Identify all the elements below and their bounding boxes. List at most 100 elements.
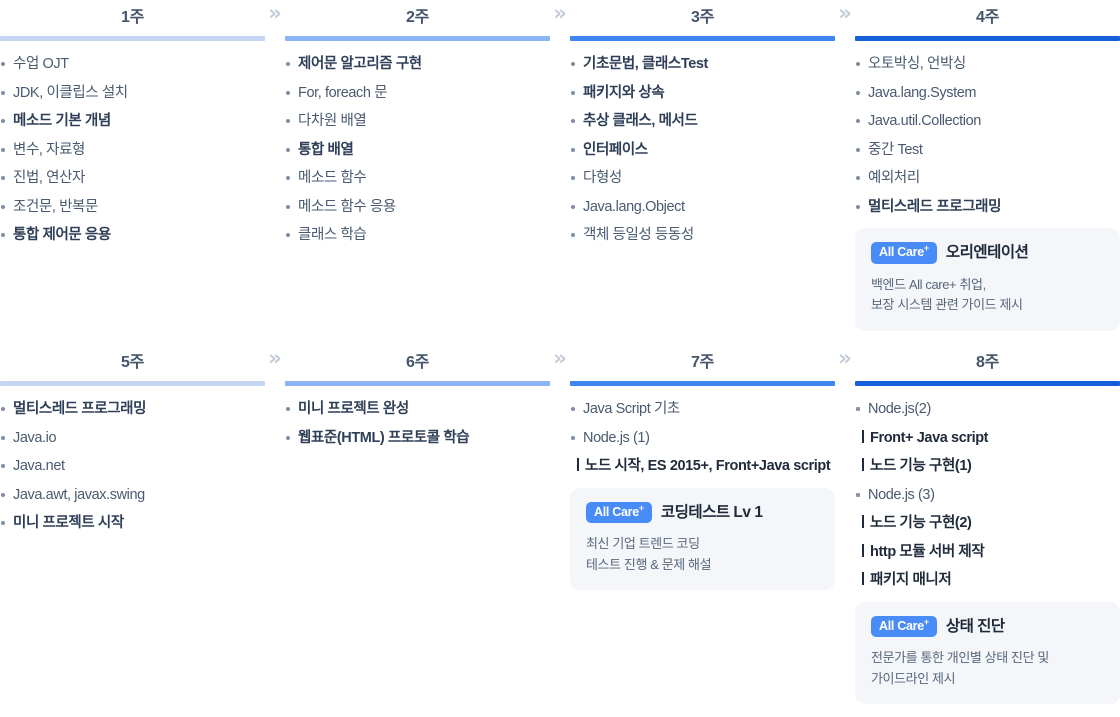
week-header: 4주	[855, 0, 1120, 36]
week-topic-item: 메소드 함수 응용	[285, 199, 550, 215]
week-topic-item: 추상 클래스, 메서드	[570, 114, 835, 129]
week-header: 6주	[285, 345, 550, 381]
week-header: 5주	[0, 345, 265, 381]
all-care-title: 코딩테스트 Lv 1	[660, 503, 763, 521]
all-care-badge-plus: +	[638, 502, 644, 513]
week-title: 5주	[120, 354, 145, 371]
week-subtopic-item: 노드 시작, ES 2015+, Front+Java script	[570, 458, 835, 474]
week-topic-item: Node.js(2)	[855, 402, 1120, 417]
week-topic-item: 진법, 연산자	[0, 171, 265, 186]
next-week-arrow-icon: »	[553, 346, 567, 370]
all-care-badge-plus: +	[923, 242, 929, 253]
all-care-badge: All Care+	[871, 615, 937, 637]
week-accent-bar	[0, 36, 265, 41]
week-topic-list: Node.js(2) Front+ Java script 노드 기능 구현(1) N…	[855, 386, 1120, 588]
week-topic-item: 웹표준(HTML) 프로토콜 학습	[285, 430, 550, 446]
next-week-arrow-icon: »	[268, 1, 282, 25]
week-topic-item: 메소드 함수	[285, 171, 550, 186]
all-care-badge-label: All Care	[879, 245, 924, 259]
all-care-badge: All Care+	[871, 242, 937, 264]
week-subtopic-item: http 모듈 서버 제작	[855, 543, 1120, 560]
next-week-arrow-icon: »	[838, 346, 852, 370]
week-topic-item: 다차원 배열	[285, 114, 550, 129]
week-accent-bar	[855, 36, 1120, 41]
week-subtopic-item: Front+ Java script	[855, 429, 1120, 446]
week-subtopic-item: 노드 기능 구현(2)	[855, 515, 1120, 531]
week-topic-item: 미니 프로젝트 시작	[0, 516, 265, 531]
all-care-card-header: All Care+ 오리엔테이션	[871, 242, 1104, 264]
all-care-badge-label: All Care	[879, 618, 924, 633]
all-care-description-line: 전문가를 통한 개인별 상태 진단 및	[871, 650, 1049, 665]
next-week-arrow-icon: »	[838, 1, 852, 25]
week-topic-item: 클래스 학습	[285, 228, 550, 243]
week-header: 7주	[570, 345, 835, 381]
week-subtopic-item: 노드 기능 구현(1)	[855, 458, 1120, 474]
all-care-title: 상태 진단	[945, 617, 1005, 635]
week-topic-item: 멀티스레드 프로그래밍	[0, 402, 265, 417]
all-care-badge-label: All Care	[594, 504, 639, 519]
week-topic-item: 메소드 기본 개념	[0, 114, 265, 129]
week-topic-item: Java.awt, javax.swing	[0, 487, 265, 503]
all-care-description-line: 보장 시스템 관련 가이드 제시	[871, 297, 1023, 313]
week-topic-item: 미니 프로젝트 완성	[285, 402, 550, 417]
week-topic-item: 중간 Test	[855, 142, 1120, 158]
week-accent-bar	[285, 36, 550, 41]
week-topic-item: 다형성	[570, 171, 835, 186]
all-care-title: 오리엔테이션	[945, 244, 1029, 261]
week-title: 7주	[690, 354, 715, 371]
week-topic-item: For, foreach 문	[285, 85, 550, 101]
week-topic-item: 기초문법, 클래스Test	[570, 57, 835, 72]
week-title: 1주	[120, 9, 145, 26]
week-topic-item: 패키지와 상속	[570, 85, 835, 101]
week-topic-item: Node.js (3)	[855, 487, 1120, 503]
week-title: 4주	[975, 9, 1000, 26]
week-header: 3주	[570, 0, 835, 36]
week-topic-item: 변수, 자료형	[0, 142, 265, 158]
week-title: 2주	[405, 9, 430, 26]
week-topic-item: 멀티스레드 프로그래밍	[855, 199, 1120, 215]
all-care-badge-plus: +	[923, 616, 929, 627]
week-topic-item: 제어문 알고리즘 구현	[285, 57, 550, 72]
week-header: 2주	[285, 0, 550, 36]
week-topic-item: 조건문, 반복문	[0, 199, 265, 215]
all-care-description-line: 테스트 진행 & 문제 해설	[586, 556, 712, 572]
week-topic-item: 객체 등일성 등동성	[570, 228, 835, 243]
week-topic-item: Java.net	[0, 459, 265, 474]
next-week-arrow-icon: »	[553, 1, 567, 25]
week-topic-item: Java.io	[0, 430, 265, 446]
week-topic-item: JDK, 이클립스 설치	[0, 85, 265, 101]
week-topic-item: Java.lang.Object	[570, 199, 835, 215]
all-care-card-header: All Care+ 상태 진단	[871, 615, 1104, 637]
week-topic-item: 인터페이스	[570, 142, 835, 158]
next-week-arrow-icon: »	[268, 346, 282, 370]
week-topic-item: Java.util.Collection	[855, 114, 1120, 129]
all-care-card-header: All Care+ 코딩테스트 Lv 1	[586, 501, 819, 523]
week-topic-item: Node.js (1)	[570, 430, 835, 446]
all-care-description-line: 백엔드 All care+ 취업,	[871, 276, 986, 292]
all-care-description-line: 가이드라인 제시	[871, 670, 956, 686]
all-care-description: 백엔드 All care+ 취업, 보장 시스템 관련 가이드 제시	[871, 275, 1104, 316]
week-accent-bar	[570, 381, 835, 386]
